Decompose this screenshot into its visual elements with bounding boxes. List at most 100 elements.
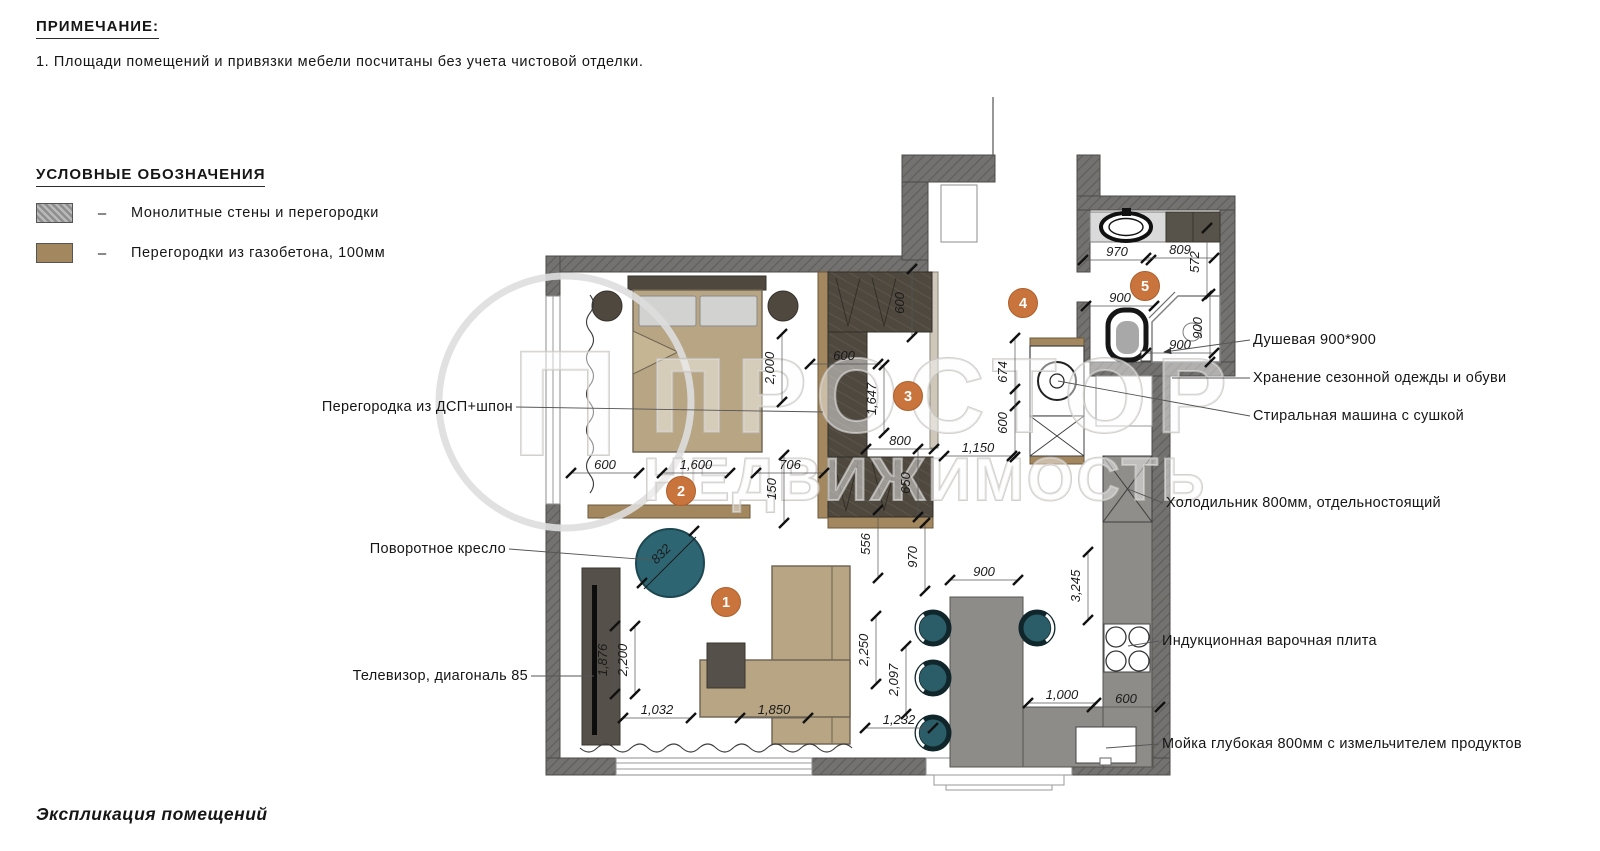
leader-line bbox=[515, 406, 824, 413]
dimension-tick bbox=[919, 585, 931, 597]
legend-label-aerated: Перегородки из газобетона, 100мм bbox=[131, 245, 386, 261]
wardrobe-hanger-lines bbox=[833, 277, 897, 512]
dimension-tick bbox=[859, 722, 871, 734]
bathroom-fixtures bbox=[1089, 208, 1221, 363]
tv-screen bbox=[592, 585, 597, 735]
dimension-tick bbox=[912, 443, 924, 455]
dimension: 1,150 bbox=[938, 440, 1018, 462]
dimension: 1,647 bbox=[864, 359, 890, 439]
legend-label-monolithic: Монолитные стены и перегородки bbox=[131, 205, 379, 221]
bar-stools bbox=[914, 609, 1056, 752]
dimension-tick bbox=[778, 517, 790, 529]
legend-swatch-monolithic bbox=[36, 203, 73, 223]
stool-highlight bbox=[1045, 613, 1055, 643]
leader-line bbox=[1127, 640, 1160, 647]
dimension-label: 900 bbox=[973, 564, 995, 579]
dimension-label: 800 bbox=[889, 433, 911, 448]
room-badge: 3 bbox=[893, 381, 923, 411]
dimension: 600 bbox=[565, 457, 645, 479]
dimension-label: 600 bbox=[594, 457, 616, 472]
balcony-step bbox=[933, 774, 1065, 786]
dimension: 2,097 bbox=[886, 640, 912, 720]
dimension-tick bbox=[927, 722, 939, 734]
plan-annotation: Мойка глубокая 800мм с измельчителем про… bbox=[1162, 736, 1522, 752]
dimension-tick bbox=[906, 331, 918, 343]
dimension-label: 970 bbox=[905, 545, 920, 567]
dimension-tick bbox=[633, 467, 645, 479]
room-badge-circle bbox=[1130, 271, 1160, 301]
dimension: 809 bbox=[1140, 242, 1220, 264]
dimension-label: 1,600 bbox=[680, 457, 713, 472]
dimension-tick bbox=[1140, 347, 1152, 359]
closet-wardrobes bbox=[827, 271, 934, 518]
wardrobe-left bbox=[827, 331, 868, 458]
hob-burner bbox=[1128, 626, 1150, 648]
window-living bbox=[615, 757, 813, 776]
room-badge-circle bbox=[711, 587, 741, 617]
dimension-tick bbox=[1204, 288, 1216, 300]
dimension-tick bbox=[1154, 701, 1166, 713]
dimension-label: 2,097 bbox=[886, 663, 901, 697]
dimension-label: 600 bbox=[1115, 691, 1137, 706]
dimension: 2,000 bbox=[762, 328, 788, 408]
dimension: 1,000 bbox=[1022, 687, 1102, 709]
plan-annotation: Индукционная варочная плита bbox=[1162, 633, 1377, 649]
dimension-label: 1,032 bbox=[641, 702, 674, 717]
dimension-tick bbox=[802, 712, 814, 724]
stool-highlight bbox=[915, 663, 925, 693]
dimension-tick bbox=[656, 467, 668, 479]
dimension: 1,850 bbox=[734, 702, 814, 724]
dimension-tick bbox=[1009, 332, 1021, 344]
dimension: 970 bbox=[905, 517, 931, 597]
dimension: 600 bbox=[892, 263, 918, 343]
dimension-label: 1,232 bbox=[883, 712, 916, 727]
legend-dash: – bbox=[97, 204, 107, 222]
dimension-label: 900 bbox=[1109, 290, 1131, 305]
hob-burner bbox=[1105, 650, 1127, 672]
dimension-tick bbox=[617, 712, 629, 724]
dimension-tick bbox=[1082, 614, 1094, 626]
dimension-label: 1,876 bbox=[595, 643, 610, 676]
dimension-label: 970 bbox=[1106, 244, 1128, 259]
dimension-tick bbox=[629, 688, 641, 700]
dimension-tick bbox=[900, 640, 912, 652]
dimension-tick bbox=[878, 427, 890, 439]
dimension-tick bbox=[870, 610, 882, 622]
legend-title: УСЛОВНЫЕ ОБОЗНАЧЕНИЯ bbox=[36, 166, 266, 187]
plan-annotation: Холодильник 800мм, отдельностоящий bbox=[1166, 495, 1441, 511]
shower-drain bbox=[1182, 322, 1202, 342]
chair-diameter-line bbox=[643, 536, 697, 590]
stool-highlight bbox=[915, 613, 925, 643]
sink-basin-inner bbox=[1108, 217, 1144, 237]
wardrobe-bottom bbox=[827, 456, 934, 518]
dimension: 1,876 bbox=[595, 620, 621, 700]
dimension-tick bbox=[776, 328, 788, 340]
dimension-tick bbox=[938, 450, 950, 462]
dimension-label: 1,000 bbox=[1046, 687, 1079, 702]
dimension-label: 3,245 bbox=[1068, 569, 1083, 602]
dimension: 706 bbox=[750, 457, 830, 479]
dimension: 2,250 bbox=[856, 610, 882, 690]
room-badge-number: 1 bbox=[722, 595, 730, 611]
notes-item: 1. Площади помещений и привязки мебели п… bbox=[36, 54, 644, 70]
room-badge: 1 bbox=[711, 587, 741, 617]
leader-line bbox=[1057, 380, 1251, 417]
sink-drain bbox=[1099, 757, 1112, 766]
seasonal-storage-niche bbox=[1095, 375, 1153, 427]
dimension: 970 bbox=[1077, 244, 1157, 266]
room-badge-number: 4 bbox=[1019, 296, 1027, 312]
kitchen-sink bbox=[1075, 726, 1137, 764]
dimension-label: 1,850 bbox=[758, 702, 791, 717]
notes-title: ПРИМЕЧАНИЕ: bbox=[36, 18, 160, 39]
dimension: 556 bbox=[858, 504, 884, 584]
room-badge: 2 bbox=[666, 476, 696, 506]
dimension: 900 bbox=[1140, 337, 1220, 359]
dimension-tick bbox=[872, 358, 884, 370]
toilet-seat bbox=[1116, 321, 1139, 354]
leader-lines-layer bbox=[508, 339, 1251, 749]
room-badge: 5 bbox=[1130, 271, 1160, 301]
faucet bbox=[1122, 208, 1131, 216]
dimension: 900 bbox=[1080, 290, 1160, 312]
wall-segment bbox=[901, 181, 929, 261]
